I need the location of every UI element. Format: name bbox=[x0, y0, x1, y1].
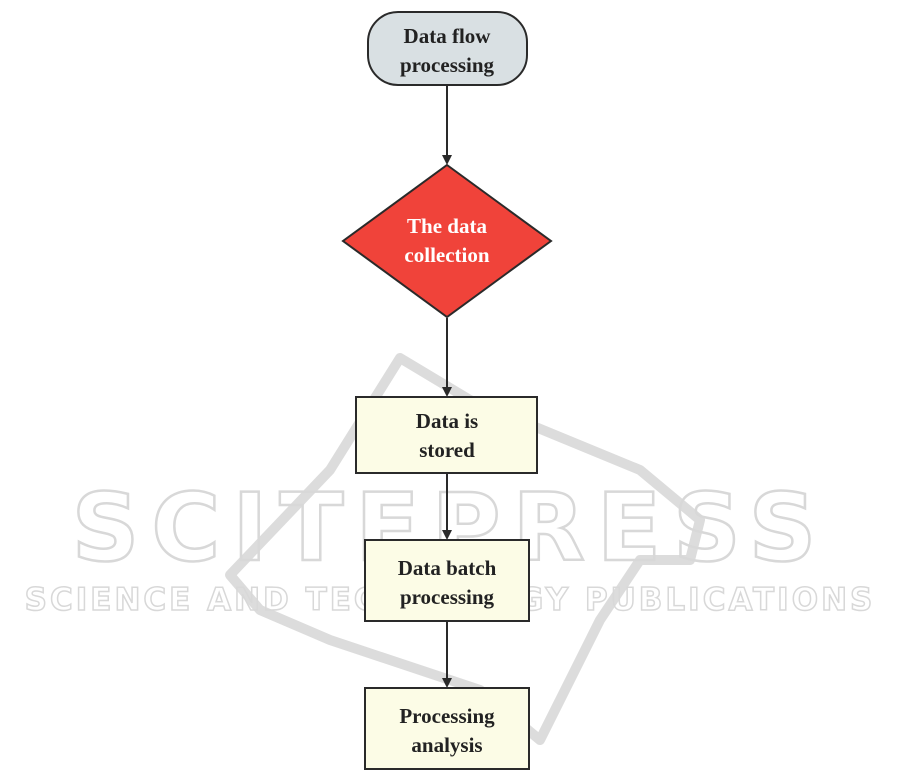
analysis-label-line2: analysis bbox=[411, 733, 482, 757]
node-stored: Data is stored bbox=[356, 397, 537, 473]
collection-label-line2: collection bbox=[404, 243, 489, 267]
node-start: Data flow processing bbox=[368, 12, 527, 85]
stored-label-line2: stored bbox=[419, 438, 475, 462]
collection-label-line1: The data bbox=[407, 214, 487, 238]
node-collection: The data collection bbox=[343, 165, 551, 317]
batch-label-line1: Data batch bbox=[398, 556, 497, 580]
start-label-line2: processing bbox=[400, 53, 495, 77]
node-batch: Data batch processing bbox=[365, 540, 529, 621]
stored-label-line1: Data is bbox=[416, 409, 478, 433]
analysis-label-line1: Processing bbox=[399, 704, 495, 728]
node-analysis: Processing analysis bbox=[365, 688, 529, 769]
collection-diamond-shape bbox=[343, 165, 551, 317]
start-label-line1: Data flow bbox=[404, 24, 492, 48]
batch-label-line2: processing bbox=[400, 585, 495, 609]
